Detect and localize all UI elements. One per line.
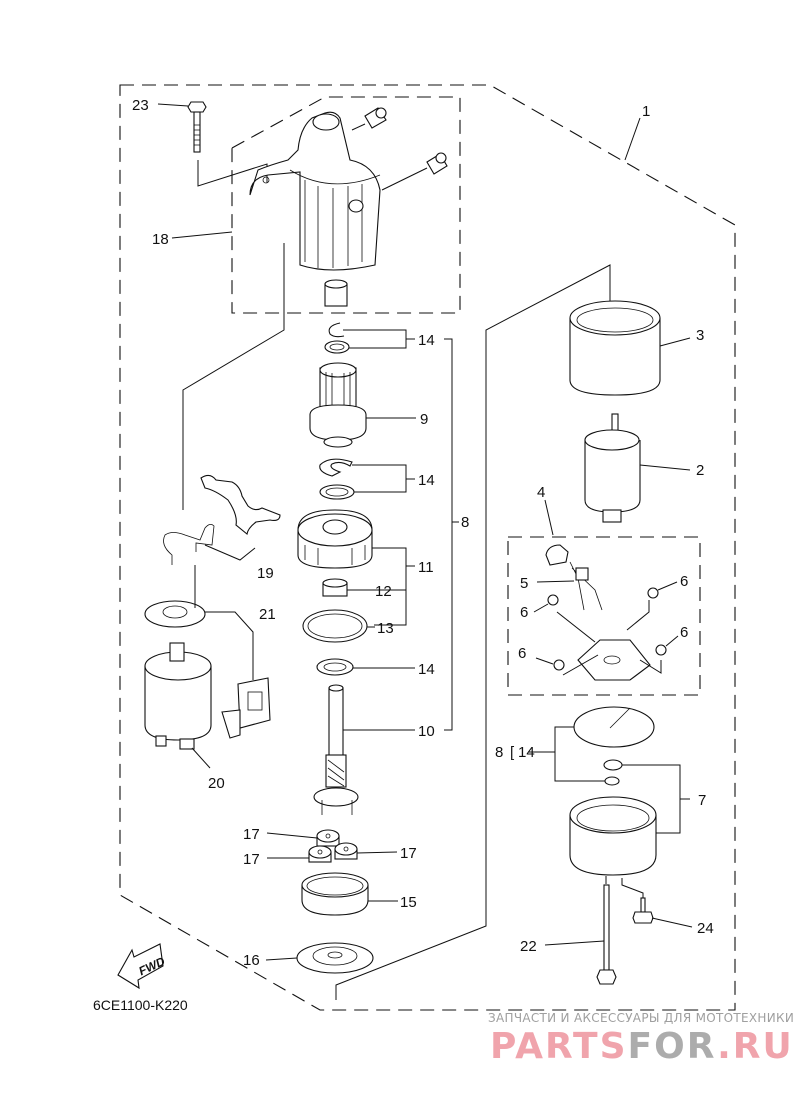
part-rear-cover-7[interactable] — [569, 796, 657, 876]
part-yoke-3[interactable] — [569, 300, 661, 396]
watermark-brand-part2: FOR — [628, 1026, 718, 1067]
part-brush-5[interactable] — [545, 544, 603, 611]
callout-5[interactable]: 5 — [520, 575, 528, 592]
callout-labels: 1 2 3 4 5 6 6 6 6 7 8 8 [ 14 9 10 11 12 … — [132, 97, 714, 969]
part-planet-gear-17b — [308, 845, 332, 863]
part-end-plate-14 — [573, 706, 655, 748]
watermark: ЗАПЧАСТИ И АКСЕССУАРЫ ДЛЯ МОТОТЕХНИКИ PA… — [488, 1011, 794, 1067]
callout-1[interactable]: 1 — [642, 103, 650, 120]
callout-7[interactable]: 7 — [698, 792, 706, 809]
part-magnetic-switch-20[interactable] — [144, 642, 212, 750]
callout-23[interactable]: 23 — [132, 97, 149, 114]
assembly-boundary-1 — [119, 84, 736, 1011]
callout-22[interactable]: 22 — [520, 938, 537, 955]
part-planet-gear-17c — [334, 842, 358, 860]
part-seal-7 — [603, 759, 623, 771]
part-gasket-21 — [144, 600, 206, 628]
callout-6[interactable]: 6 — [680, 573, 688, 590]
part-brush-spring-6b — [547, 594, 559, 606]
callout-21[interactable]: 21 — [259, 606, 276, 623]
callout-6[interactable]: 6 — [518, 645, 526, 662]
callout-17[interactable]: 17 — [243, 851, 260, 868]
part-clutch-housing-11[interactable] — [297, 509, 373, 569]
callout-19[interactable]: 19 — [257, 565, 274, 582]
part-washer-14c — [316, 658, 354, 676]
part-front-housing-18[interactable] — [249, 111, 381, 271]
watermark-brand-part1: PARTS — [490, 1026, 628, 1067]
callout-8[interactable]: 8 — [495, 744, 503, 761]
part-brush-spring-6c — [655, 644, 667, 656]
part-plate-16[interactable] — [296, 942, 374, 974]
callout-13[interactable]: 13 — [377, 620, 394, 637]
callout-10[interactable]: 10 — [418, 723, 435, 740]
part-e-clip-14 — [319, 458, 353, 477]
assembly-boundary-18 — [231, 96, 461, 314]
callout-14[interactable]: 14 — [518, 744, 535, 761]
callout-9[interactable]: 9 — [420, 411, 428, 428]
part-pinion-9[interactable] — [309, 362, 367, 448]
part-bolt-23[interactable] — [187, 101, 207, 153]
part-ring-13 — [302, 609, 368, 643]
callout-14[interactable]: 14 — [418, 332, 435, 349]
part-collar-lower — [426, 152, 448, 175]
part-cap-14 — [604, 776, 620, 786]
watermark-tagline: ЗАПЧАСТИ И АКСЕССУАРЫ ДЛЯ МОТОТЕХНИКИ — [488, 1011, 794, 1025]
part-brush-spring-6d — [553, 659, 565, 671]
part-bearing-12 — [322, 578, 348, 597]
assembly-boundary-4 — [507, 536, 701, 696]
part-collar-upper — [364, 107, 387, 129]
callout-11[interactable]: 11 — [418, 559, 434, 576]
part-screw-24[interactable] — [632, 897, 654, 924]
callout-14[interactable]: 14 — [418, 472, 435, 489]
part-cover-21 — [221, 677, 271, 739]
callout-12[interactable]: 12 — [375, 583, 392, 600]
callout-2[interactable]: 2 — [696, 462, 704, 479]
part-bushing — [324, 279, 348, 307]
bracket-glyph: [ — [510, 744, 515, 761]
part-armature-2[interactable] — [584, 413, 641, 523]
callout-24[interactable]: 24 — [697, 920, 714, 937]
fwd-direction-marker: FWD — [117, 943, 167, 990]
callout-6[interactable]: 6 — [520, 604, 528, 621]
part-snap-ring-14 — [328, 322, 345, 338]
callout-16[interactable]: 16 — [243, 952, 260, 969]
callout-6[interactable]: 6 — [680, 624, 688, 641]
watermark-brand-part3: .RU — [717, 1026, 794, 1067]
callout-3[interactable]: 3 — [696, 327, 704, 344]
part-through-bolt-22[interactable] — [596, 884, 617, 985]
part-brush-spring-6a — [647, 587, 659, 599]
callout-20[interactable]: 20 — [208, 775, 225, 792]
part-planet-gear-17a — [316, 829, 340, 847]
part-lever-19[interactable] — [200, 474, 281, 536]
callout-8[interactable]: 8 — [461, 514, 469, 531]
callout-18[interactable]: 18 — [152, 231, 169, 248]
part-shaft-10[interactable] — [313, 684, 359, 815]
callout-14[interactable]: 14 — [418, 661, 435, 678]
callout-17[interactable]: 17 — [400, 845, 417, 862]
watermark-brand: PARTSFOR.RU — [490, 1026, 794, 1067]
part-internal-gear-15[interactable] — [301, 872, 369, 916]
part-washer-14 — [324, 340, 350, 354]
callout-15[interactable]: 15 — [400, 894, 417, 911]
callout-17[interactable]: 17 — [243, 826, 260, 843]
callout-4[interactable]: 4 — [537, 484, 545, 501]
diagram-code: 6CE1100-K220 — [93, 997, 188, 1013]
part-washer-14b — [319, 484, 355, 500]
part-brush-holder-plate — [577, 639, 651, 681]
part-spring-19 — [163, 524, 215, 565]
